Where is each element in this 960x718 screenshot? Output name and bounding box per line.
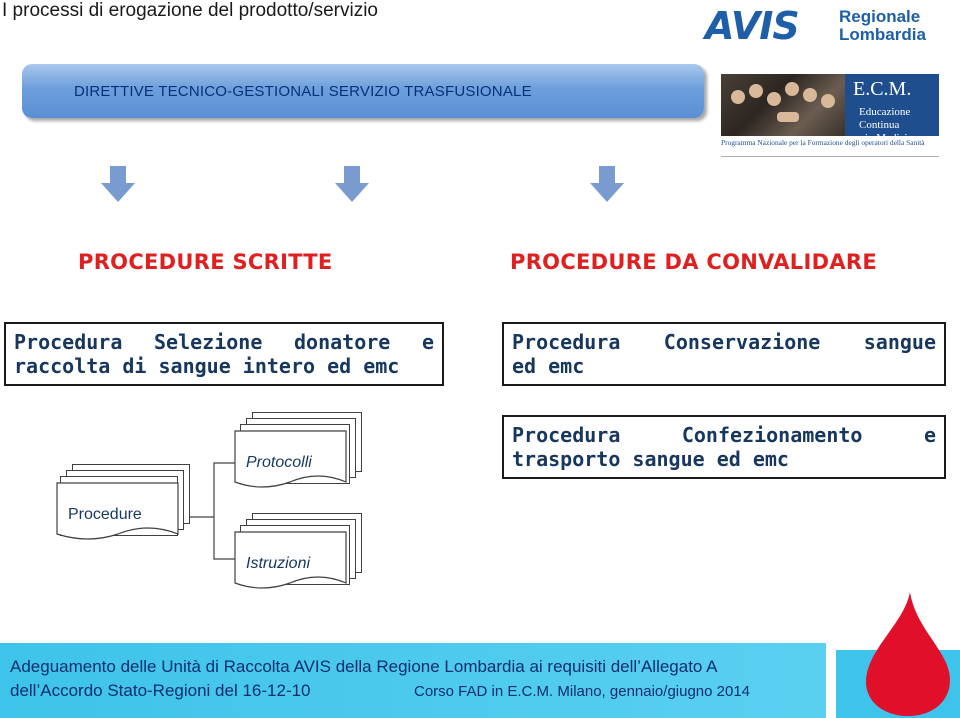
down-arrow-icon — [590, 166, 624, 202]
document-icon — [234, 430, 347, 488]
directives-banner: DIRETTIVE TECNICO-GESTIONALI SERVIZIO TR… — [22, 64, 704, 118]
box-line: raccolta di sangue intero ed emc — [14, 354, 400, 378]
box-word: Procedura — [512, 423, 621, 447]
document-stack-istruzioni: Istruzioni — [234, 511, 364, 589]
document-icon — [56, 482, 179, 540]
heading-procedure-scritte: PROCEDURE SCRITTE — [78, 250, 333, 274]
box-procedura-selezione: Procedura Selezione donatore e raccolta … — [4, 322, 444, 386]
ecm-subtitle: Educazione Continua in Medicina — [859, 106, 939, 145]
ecm-subtitle-line2: in Medicina — [865, 132, 918, 144]
box-procedura-confezionamento: Procedura Confezionamento e trasporto sa… — [502, 415, 946, 479]
document-label-protocolli: Protocolli — [246, 454, 312, 471]
document-connector — [190, 462, 236, 560]
box-procedura-conservazione: Procedura Conservazione sangue ed emc — [502, 322, 946, 386]
ecm-logo: E.C.M. Educazione Continua in Medicina P… — [721, 74, 939, 157]
box-word: e — [923, 423, 936, 447]
document-label-istruzioni: Istruzioni — [246, 555, 311, 572]
box-word: Conservazione — [663, 330, 821, 354]
blood-drop-icon — [866, 592, 950, 716]
footer-course-info: Corso FAD in E.C.M. Milano, gennaio/giug… — [414, 683, 751, 700]
avis-region-line2: Lombardia — [839, 25, 926, 44]
document-stack-protocolli: Protocolli — [234, 410, 364, 488]
avis-region-text: Regionale Lombardia — [839, 8, 926, 44]
ecm-title: E.C.M. — [853, 78, 912, 100]
avis-region-line1: Regionale — [839, 7, 921, 26]
ecm-painting-image — [721, 74, 845, 136]
box-word: Procedura — [512, 330, 621, 354]
down-arrow-icon — [101, 166, 135, 202]
avis-logo: AVIS Regionale Lombardia — [705, 2, 955, 48]
footer-line1: Adeguamento delle Unità di Raccolta AVIS… — [10, 657, 718, 676]
document-icon — [234, 531, 347, 589]
ecm-subtitle-line1: Educazione Continua — [859, 106, 911, 131]
box-word: Selezione — [154, 330, 263, 354]
ecm-panel: E.C.M. Educazione Continua in Medicina — [845, 74, 939, 144]
down-arrow-icon — [335, 166, 369, 202]
box-word: Procedura — [14, 330, 123, 354]
footer-line2: dell’Accordo Stato-Regioni del 16-12-10 — [10, 681, 311, 700]
footer-bar: Adeguamento delle Unità di Raccolta AVIS… — [0, 643, 826, 718]
slide-title: I processi di erogazione del prodotto/se… — [2, 0, 378, 21]
directives-banner-text: DIRETTIVE TECNICO-GESTIONALI SERVIZIO TR… — [74, 82, 532, 100]
box-word: e — [421, 330, 434, 354]
box-word: donatore — [294, 330, 391, 354]
box-word: sangue — [863, 330, 936, 354]
ecm-program-text: Programma Nazionale per la Formazione de… — [721, 138, 925, 147]
document-stack-procedure: Procedure — [56, 462, 192, 540]
box-line: ed emc — [512, 354, 585, 378]
document-label-procedure: Procedure — [68, 506, 142, 523]
box-line: trasporto sangue ed emc — [512, 447, 789, 471]
box-word: Confezionamento — [681, 423, 863, 447]
heading-procedure-da-convalidare: PROCEDURE DA CONVALIDARE — [510, 250, 877, 274]
avis-wordmark: AVIS — [705, 4, 800, 48]
